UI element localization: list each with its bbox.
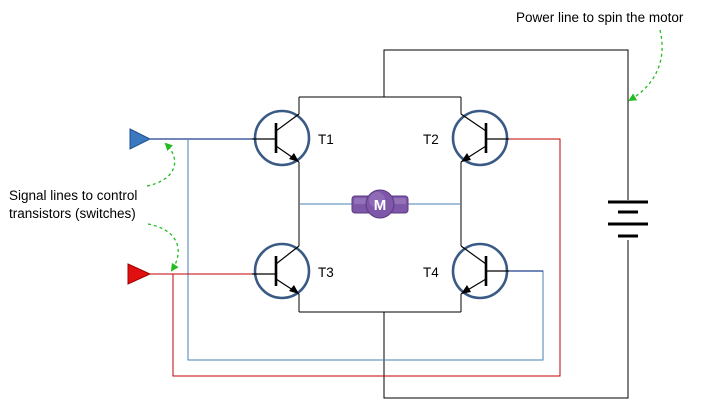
transistor-t1 <box>252 109 311 167</box>
transistor-label-t4: T4 <box>423 265 439 280</box>
transistor-t2 <box>451 109 509 167</box>
transistor-label-t2: T2 <box>423 132 439 147</box>
transistor-label-t1: T1 <box>318 132 334 147</box>
signal-annotation-arrow-up <box>146 142 176 187</box>
power-line-annotation-arrow <box>628 29 663 102</box>
power-wiring <box>298 49 629 399</box>
signal-lines-annotation-line1: Signal lines to control <box>9 188 137 203</box>
power-wire-bottom <box>383 240 629 399</box>
signal-lines-annotation-line2: transistors (switches) <box>9 206 136 221</box>
transistor-t3 <box>252 242 311 300</box>
red-signal-loop <box>172 138 561 377</box>
power-wire-top <box>383 49 629 200</box>
signal-wiring <box>150 138 561 377</box>
battery-icon <box>608 200 648 238</box>
red-input-triangle-arrow-icon <box>127 263 152 285</box>
transistor-t4 <box>451 242 509 300</box>
transistor-label-t3: T3 <box>318 265 334 280</box>
motor-label: M <box>374 197 387 214</box>
signal-annotation-arrow-down <box>147 223 179 272</box>
motor-icon: M <box>351 189 409 219</box>
power-line-annotation: Power line to spin the motor <box>516 10 684 25</box>
blue-input-triangle-arrow-icon <box>129 128 152 150</box>
